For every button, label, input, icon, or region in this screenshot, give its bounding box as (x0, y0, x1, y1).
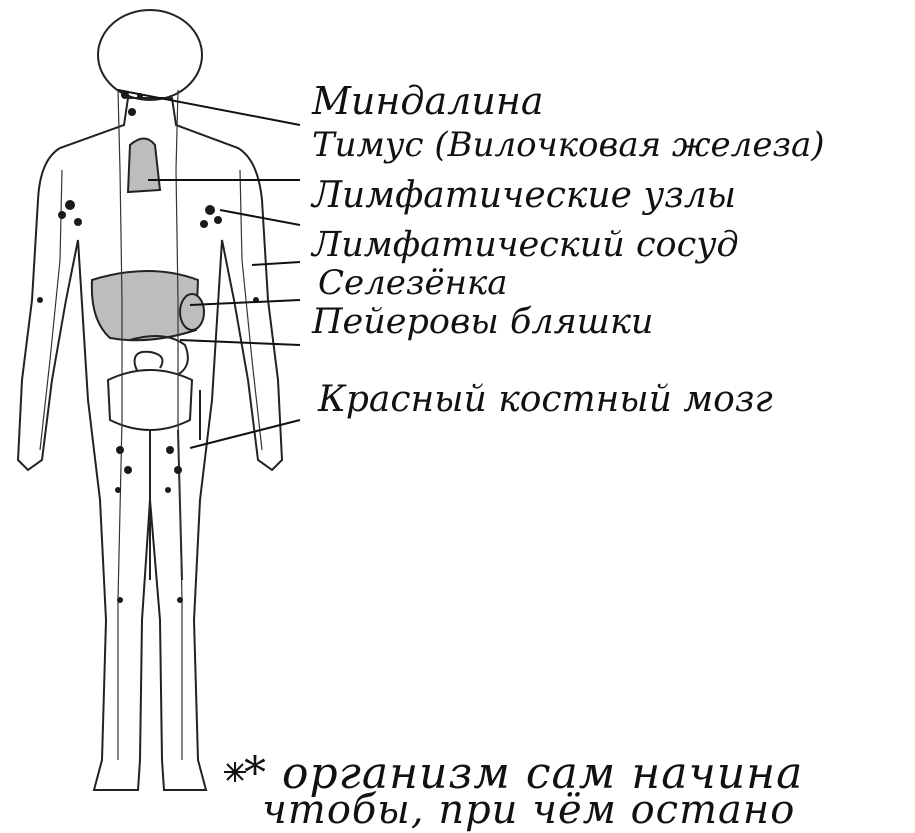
nodes-pointer (220, 210, 300, 225)
pelvis-shape (108, 370, 192, 430)
vessel-pointer (252, 262, 300, 265)
label-peyers-patches: Пейеровы бляшки (312, 305, 653, 340)
label-spleen: Селезёнка (318, 266, 508, 300)
spleen-shape (180, 294, 204, 330)
footnote-star (224, 762, 246, 782)
tonsil-pointer (118, 90, 300, 125)
thymus-shape (128, 139, 160, 193)
label-tonsil: Миндалина (312, 82, 544, 120)
organs (92, 139, 204, 581)
label-lymph-vessel: Лимфатический сосуд (312, 228, 739, 263)
patches-pointer (180, 340, 300, 345)
label-red-bone-marrow: Красный костный мозг (318, 382, 773, 418)
lymphatic-system-diagram: Миндалина Тимус (Вилочковая железа) Лимф… (0, 0, 915, 813)
spleen-pointer (190, 300, 300, 305)
marrow-pointer (190, 420, 300, 448)
label-thymus: Тимус (Вилочковая железа) (312, 128, 825, 162)
label-lymph-nodes: Лимфатические узлы (312, 178, 736, 214)
footnote-line-2: чтобы, при чём остано (262, 790, 795, 830)
